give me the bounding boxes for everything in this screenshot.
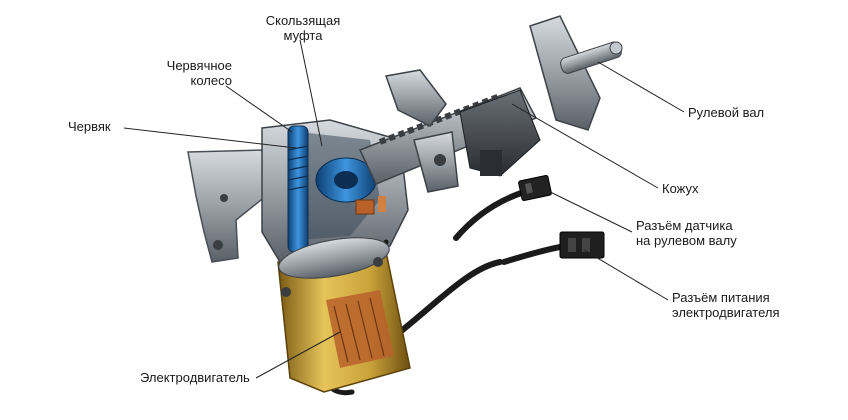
leader-motor-power-connector	[583, 249, 669, 301]
label-worm-wheel: Червячное колесо	[146, 58, 232, 88]
steering-shaft	[529, 15, 623, 131]
shaft-sensor-connector	[518, 174, 552, 202]
label-shaft-sensor-connector: Разъём датчика на рулевом валу	[636, 218, 737, 248]
leader-worm	[123, 127, 297, 149]
leader-sliding-coupling	[299, 39, 323, 147]
column-housing-dark	[459, 89, 541, 177]
leader-worm-wheel	[225, 85, 293, 133]
label-housing: Кожух	[662, 181, 699, 196]
label-worm-wheel-line2: колесо	[190, 73, 232, 88]
sensor-copper-parts	[355, 196, 386, 215]
label-sliding-coupling-line1: Скользящая	[265, 13, 341, 28]
worm-wheel	[315, 157, 377, 203]
label-motor-power-connector-line1: Разъём питания	[672, 290, 770, 305]
label-sliding-coupling: Скользящая муфта	[258, 13, 348, 43]
label-worm: Червяк	[68, 119, 111, 134]
label-motor-power-connector: Разъём питания электродвигателя	[672, 290, 780, 320]
label-sliding-coupling-line2: муфта	[283, 28, 323, 43]
electric-motor	[277, 237, 411, 393]
label-steering-shaft: Рулевой вал	[688, 105, 765, 120]
leader-steering-shaft	[597, 61, 685, 113]
label-worm-wheel-line1: Червячное	[166, 58, 232, 73]
label-shaft-sensor-connector-line1: Разъём датчика	[636, 218, 733, 233]
worm-gear	[287, 125, 309, 253]
leader-electric-motor	[255, 331, 341, 379]
label-motor-power-connector-line2: электродвигателя	[672, 305, 780, 320]
upper-bracket	[384, 69, 459, 193]
label-shaft-sensor-connector-line2: на рулевом валу	[636, 233, 737, 248]
motor-power-connector	[559, 231, 605, 259]
leader-housing	[511, 103, 659, 189]
label-electric-motor: Электродвигатель	[140, 370, 250, 385]
leader-shaft-sensor-connector	[537, 185, 633, 233]
leader-lines	[123, 39, 685, 379]
mounting-bracket	[187, 149, 267, 263]
